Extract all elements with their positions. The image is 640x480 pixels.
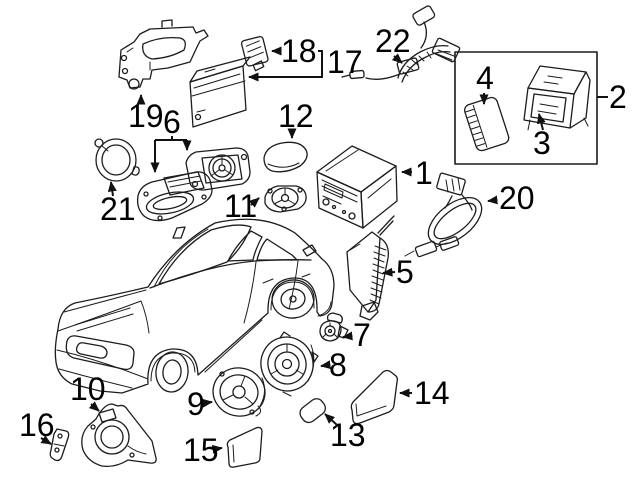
callout-17[interactable]: 17 [248, 44, 363, 82]
part-4-amplifier [464, 96, 510, 152]
callout-15[interactable]: 15 [183, 432, 223, 468]
callout-labels: 1 2 3 4 5 6 7 8 [19, 23, 627, 468]
callout-2-label[interactable]: 2 [609, 79, 627, 115]
callout-10[interactable]: 10 [70, 371, 106, 412]
callout-13[interactable]: 13 [324, 413, 366, 453]
callout-8[interactable]: 8 [320, 347, 347, 383]
callout-11-label[interactable]: 11 [224, 188, 257, 224]
part-9-rear-speaker [212, 367, 266, 417]
part-16-corner-bracket [49, 428, 70, 462]
part-10-speaker-bracket [81, 403, 157, 468]
callout-9-label[interactable]: 9 [187, 386, 205, 422]
callout-10-label[interactable]: 10 [70, 371, 106, 407]
callout-2[interactable]: 2 [597, 79, 627, 115]
part-3-amplifier-bracket [523, 65, 591, 131]
callout-3[interactable]: 3 [533, 113, 551, 161]
callout-21[interactable]: 21 [100, 181, 136, 227]
callout-6-label[interactable]: 6 [163, 104, 181, 140]
callout-7[interactable]: 7 [342, 317, 371, 353]
part-5-heat-sink [346, 215, 395, 321]
callout-22-label[interactable]: 22 [375, 23, 411, 59]
part-15-grille-panel [226, 426, 263, 468]
callout-4[interactable]: 4 [476, 60, 494, 105]
callout-3-label[interactable]: 3 [533, 125, 551, 161]
callout-18[interactable]: 18 [271, 33, 317, 69]
part-14-cover-panel [350, 369, 398, 425]
part-21-trim-ring [94, 138, 140, 182]
part-20-antenna-cable [404, 172, 483, 258]
part-19-mounting-bracket [118, 19, 209, 90]
callout-20[interactable]: 20 [487, 180, 535, 216]
callout-15-label[interactable]: 15 [183, 432, 219, 468]
callout-13-label[interactable]: 13 [330, 417, 366, 453]
callout-14[interactable]: 14 [399, 375, 450, 411]
callout-4-label[interactable]: 4 [476, 60, 494, 96]
callout-5[interactable]: 5 [382, 254, 414, 290]
callout-9[interactable]: 9 [187, 386, 213, 422]
callout-18-label[interactable]: 18 [281, 33, 317, 69]
part-6-speaker-tray [136, 171, 213, 222]
callout-17-label[interactable]: 17 [327, 44, 363, 80]
part-18-mounting-plate [240, 35, 269, 72]
callout-19-label[interactable]: 19 [128, 98, 164, 134]
callout-12[interactable]: 12 [278, 98, 314, 139]
part-17-cd-changer [189, 56, 251, 128]
callout-21-label[interactable]: 21 [100, 191, 136, 227]
callout-20-label[interactable]: 20 [499, 180, 535, 216]
part-13-insulator-pad [299, 398, 326, 424]
part-22-wiring-harness [341, 5, 461, 83]
callout-6[interactable]: 6 [150, 104, 192, 173]
callout-1[interactable]: 1 [401, 155, 433, 191]
callout-7-label[interactable]: 7 [353, 317, 371, 353]
callout-5-label[interactable]: 5 [396, 254, 414, 290]
callout-11[interactable]: 11 [224, 188, 260, 224]
callout-14-label[interactable]: 14 [414, 375, 450, 411]
callout-12-label[interactable]: 12 [278, 98, 314, 134]
line-art [49, 5, 598, 468]
part-1-radio-head-unit [316, 145, 398, 229]
car-illustration [54, 218, 335, 394]
part-12-cover-pad [263, 141, 308, 173]
part-11-speaker-adapter [264, 185, 307, 213]
callout-19[interactable]: 19 [128, 94, 164, 134]
part-8-door-speaker [260, 331, 319, 397]
callout-22[interactable]: 22 [375, 23, 411, 64]
callout-16-label[interactable]: 16 [19, 407, 55, 443]
callout-16[interactable]: 16 [19, 407, 55, 445]
callout-1-label[interactable]: 1 [415, 155, 433, 191]
part-2-kit-outline-box [454, 51, 598, 165]
callout-8-label[interactable]: 8 [329, 347, 347, 383]
